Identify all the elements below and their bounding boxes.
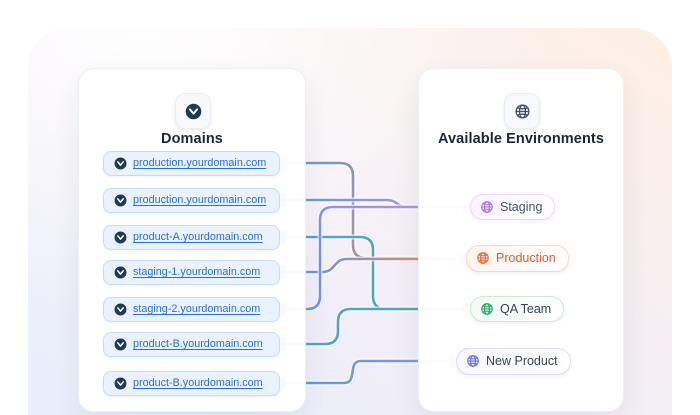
- domain-pill[interactable]: product-A.yourdomain.com: [103, 224, 280, 250]
- domain-pill[interactable]: product-B.yourdomain.com: [103, 370, 280, 396]
- globe-icon: [481, 201, 493, 213]
- environment-label: New Product: [486, 354, 558, 368]
- environments-header-icon-box: [504, 93, 540, 129]
- environment-label: QA Team: [500, 302, 552, 316]
- domain-favicon-icon: [114, 266, 127, 278]
- domains-title: Domains: [161, 131, 223, 147]
- domain-link[interactable]: staging-1.yourdomain.com: [133, 266, 261, 278]
- environment-label: Staging: [500, 200, 543, 214]
- domain-favicon-icon: [114, 338, 127, 350]
- domain-favicon-icon: [114, 303, 127, 315]
- domain-pill[interactable]: product-B.yourdomain.com: [103, 331, 280, 357]
- domain-favicon-icon: [114, 377, 127, 389]
- domain-pill[interactable]: production.yourdomain.com: [103, 150, 280, 176]
- domain-link[interactable]: product-B.yourdomain.com: [133, 377, 263, 389]
- domain-favicon-icon: [114, 157, 127, 169]
- globe-icon: [477, 252, 489, 264]
- domain-link[interactable]: product-B.yourdomain.com: [133, 338, 263, 350]
- domain-favicon-icon: [114, 231, 127, 243]
- environment-pill[interactable]: Staging: [470, 194, 556, 220]
- domains-header-icon-box: [175, 93, 211, 129]
- environment-pill[interactable]: QA Team: [470, 296, 565, 322]
- globe-icon: [514, 103, 530, 119]
- globe-icon: [467, 355, 479, 367]
- domain-link[interactable]: production.yourdomain.com: [133, 157, 267, 169]
- globe-icon: [481, 303, 493, 315]
- domain-pill[interactable]: staging-2.yourdomain.com: [103, 296, 280, 322]
- shield-circle-icon: [185, 103, 201, 119]
- environment-pill[interactable]: New Product: [456, 347, 571, 375]
- domain-link[interactable]: product-A.yourdomain.com: [133, 231, 263, 243]
- environments-title: Available Environments: [437, 131, 605, 147]
- domain-link[interactable]: production.yourdomain.com: [133, 194, 267, 206]
- domain-pill[interactable]: production.yourdomain.com: [103, 187, 280, 213]
- environment-pill[interactable]: Production: [466, 244, 569, 272]
- domain-link[interactable]: staging-2.yourdomain.com: [133, 303, 261, 315]
- domain-pill[interactable]: staging-1.yourdomain.com: [103, 259, 280, 285]
- domain-favicon-icon: [114, 194, 127, 206]
- environment-label: Production: [496, 251, 556, 265]
